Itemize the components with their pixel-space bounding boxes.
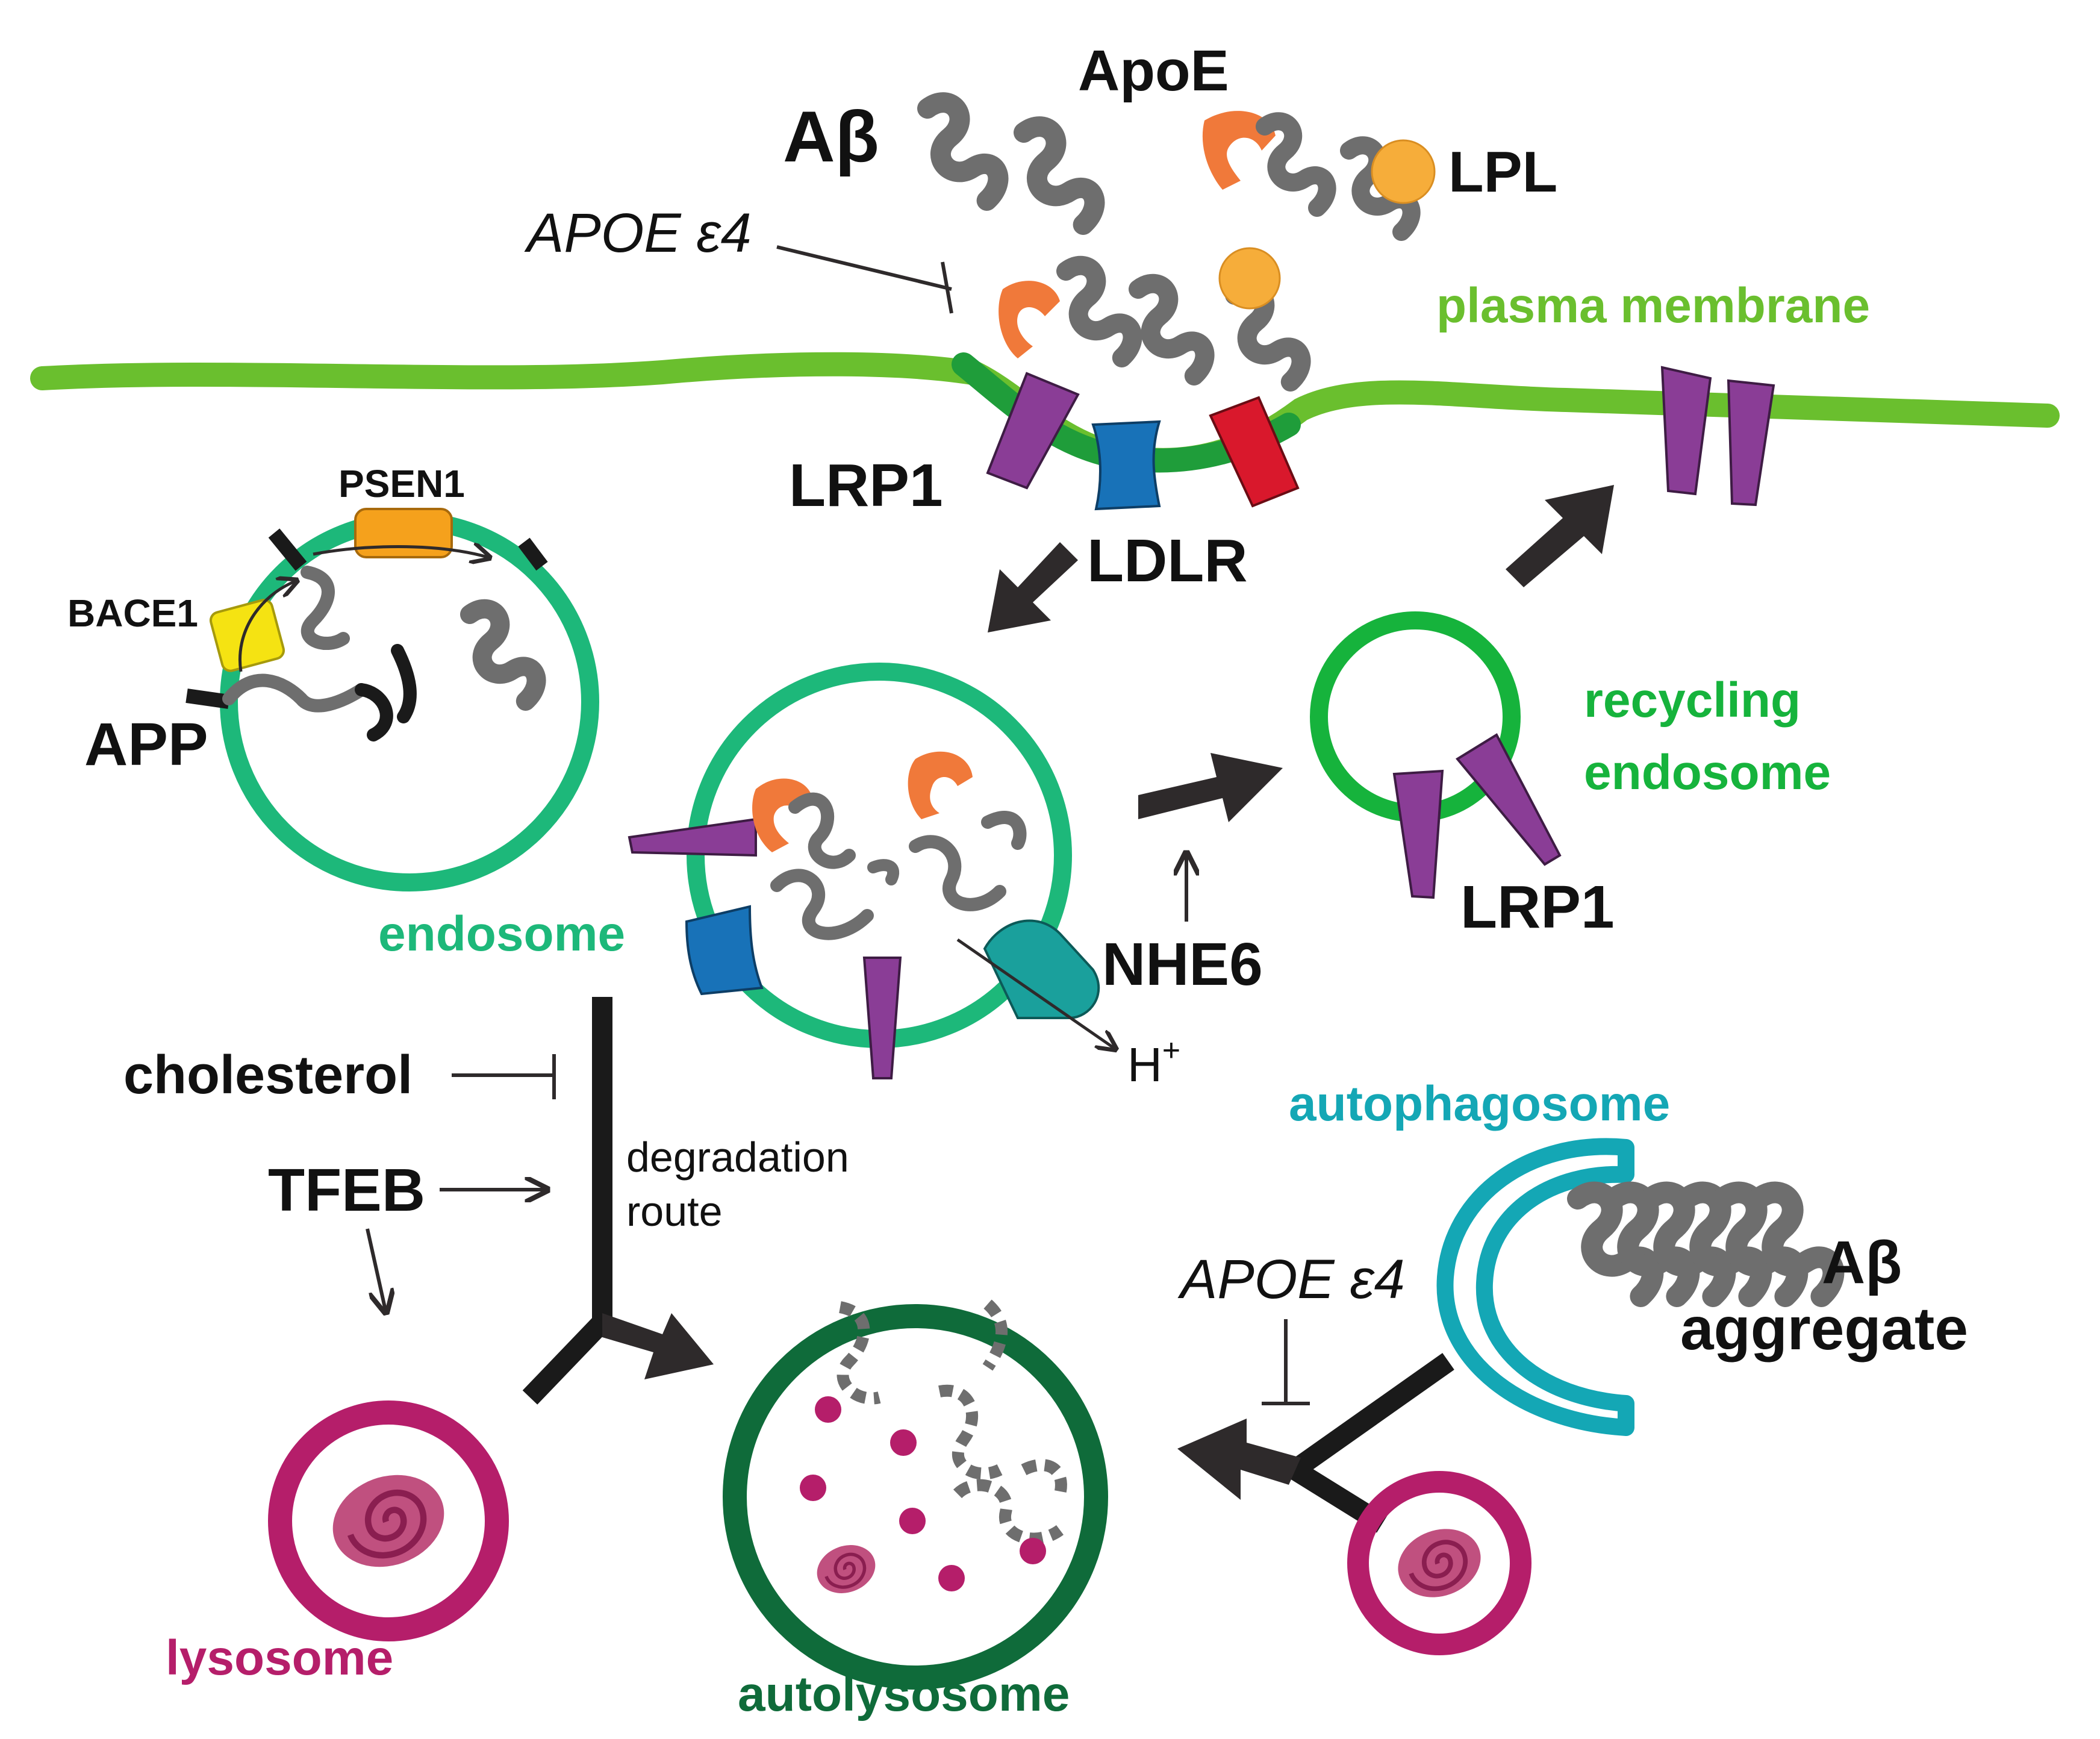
lrp1-top-label: LRP1: [789, 452, 943, 519]
app-fragments: [222, 566, 537, 741]
psen1-label: PSEN1: [338, 462, 465, 505]
ldlr-membrane-receptor: [1091, 420, 1161, 511]
app-tm-stub-right: [518, 537, 548, 571]
lrp1-recycling-2: [1455, 733, 1562, 866]
lpl-protein-free: [1371, 139, 1436, 204]
degradation-route-label-2: route: [626, 1188, 723, 1235]
recycling-endosome-label-2: endosome: [1584, 745, 1831, 800]
abeta-aggregate: [1578, 1193, 1833, 1296]
small-lysosome: [1347, 1471, 1531, 1655]
apoe-label: ApoE: [1078, 39, 1229, 103]
autophagosome-to-junction-line: [1289, 1353, 1454, 1478]
apoe4-inhibition-bar-top: [941, 261, 953, 314]
apoe-bound-lrp1: [999, 281, 1060, 358]
autophagosome-membrane: [1436, 1138, 1634, 1436]
app-tm-stub-top: [268, 528, 307, 571]
ldlr-endosome: [685, 905, 764, 996]
autophagosome-label: autophagosome: [1289, 1076, 1670, 1131]
psen1-cleavage-arrow: [313, 547, 488, 558]
psen1-protein: [354, 508, 453, 558]
recycling-endosome-label-1: recycling: [1584, 673, 1801, 728]
lrp1-endosome-left: [628, 817, 757, 857]
plasma-membrane-label: plasma membrane: [1436, 278, 1870, 333]
endosome-peptides: [770, 792, 1027, 940]
lrp1-recycling-1: [1392, 769, 1444, 899]
endosome-left-label: endosome: [378, 907, 625, 961]
ldlr-label: LDLR: [1087, 527, 1248, 595]
apoe4-bottom-label: APOE ε4: [1177, 1249, 1405, 1310]
app-label: APP: [84, 711, 208, 778]
bace1-cleavage-arrow: [238, 581, 295, 672]
proton-charge: +: [1162, 1033, 1180, 1068]
abeta-aggregate-label-1: Aβ: [1822, 1229, 1902, 1296]
autophagy-to-autolysosome-arrow: [1177, 1419, 1301, 1500]
autolysosome: [723, 1304, 1108, 1690]
apoe-endosome-2: [908, 751, 973, 819]
proton-label: H+: [1127, 1033, 1180, 1091]
lrp1-membrane-receptor: [986, 372, 1080, 490]
abeta-peptide: [927, 102, 1094, 225]
lrp1-endosome-bottom: [862, 957, 902, 1079]
red-membrane-receptor: [1209, 396, 1300, 508]
abeta-aggregate-label-2: aggregate: [1680, 1295, 1968, 1363]
abeta-label: Aβ: [783, 96, 879, 177]
bace1-protein: [209, 599, 285, 672]
nhe6-transporter: [983, 919, 1100, 1019]
lysosome: [268, 1400, 509, 1641]
small-lysosome-content: [1388, 1518, 1490, 1609]
internalization-arrow: [988, 542, 1078, 632]
lysosome-label: lysosome: [166, 1631, 393, 1685]
endosome-to-recycling-arrow: [1138, 753, 1283, 822]
lrp1-recycling-label: LRP1: [1460, 873, 1615, 941]
apoe4-top-label: APOE ε4: [524, 202, 752, 264]
app-tm-stub-left: [185, 688, 230, 709]
lysosome-to-junction-line: [522, 1315, 610, 1405]
lpl-protein-bound: [1218, 247, 1281, 310]
bace1-label: BACE1: [67, 592, 198, 635]
degradation-to-autolysosome-arrow: [602, 1313, 714, 1379]
cholesterol-label: cholesterol: [123, 1045, 413, 1105]
lpl-label: LPL: [1448, 140, 1557, 204]
degradation-route-label-1: degradation: [626, 1134, 849, 1181]
proton-efflux-arrow: [956, 938, 1114, 1048]
autolysosome-spiral: [810, 1537, 882, 1601]
nhe6-label: NHE6: [1102, 931, 1263, 998]
apoe4-inhibition-line-top: [776, 245, 952, 291]
lrp1-membrane-right-1: [1660, 366, 1712, 496]
lrp1-membrane-right-2: [1727, 379, 1775, 507]
tfeb-label: TFEB: [268, 1157, 425, 1224]
autolysosome-label: autolysosome: [738, 1667, 1070, 1722]
lysosome-content: [320, 1460, 457, 1582]
degraded-abeta-fragments: [837, 1299, 1067, 1545]
proton-symbol: H: [1127, 1038, 1162, 1091]
recycling-to-membrane-arrow: [1506, 485, 1614, 587]
apoe-endosome-1: [752, 778, 813, 852]
lysosomal-vesicles: [800, 1396, 1046, 1591]
tfeb-lysosome-line: [366, 1228, 385, 1310]
